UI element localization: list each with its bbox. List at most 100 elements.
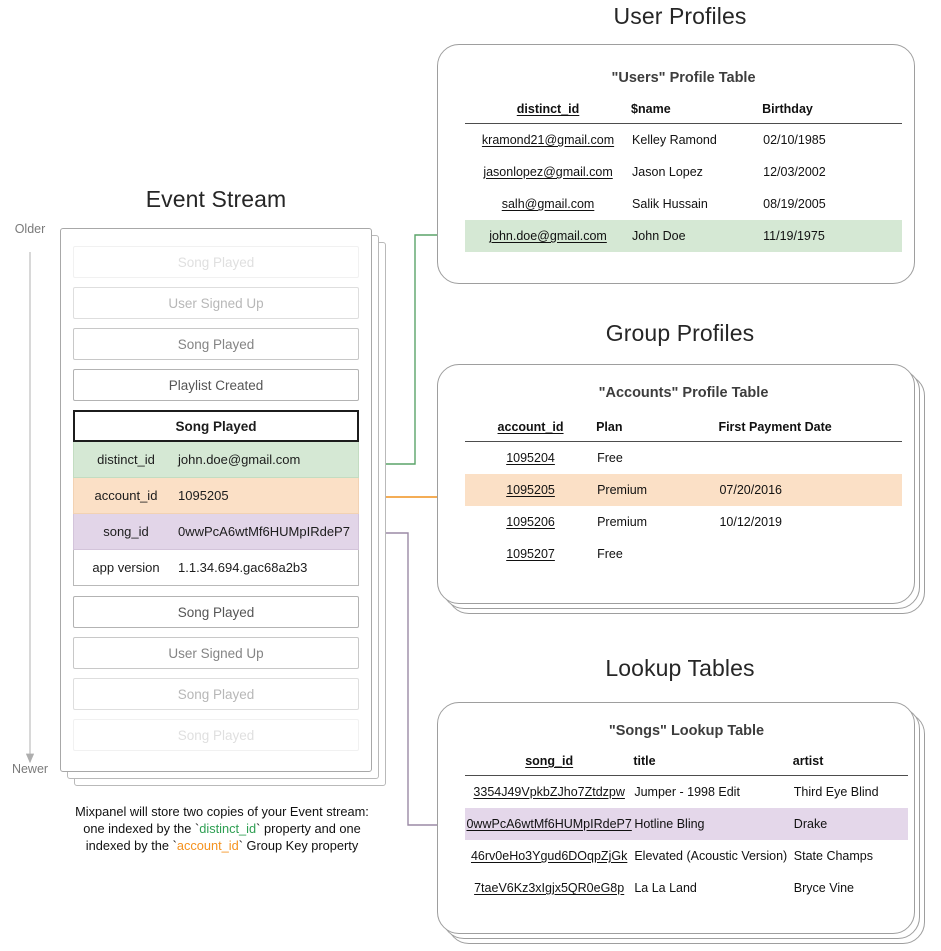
row-cell: 11/19/1975 bbox=[762, 220, 902, 252]
caption-line-2b: ` property and one bbox=[256, 821, 361, 836]
expanded-event-name: Song Played bbox=[73, 410, 359, 442]
column-header: title bbox=[633, 749, 793, 776]
column-header: First Payment Date bbox=[718, 415, 902, 442]
row-key-cell: 1095204 bbox=[506, 451, 555, 465]
row-cell: 10/12/2019 bbox=[719, 515, 783, 529]
event-card-label: User Signed Up bbox=[168, 645, 264, 661]
row-key-cell: 46rv0eHo3Ygud6DOqpZjGk bbox=[470, 849, 628, 863]
row-key-cell: 1095206 bbox=[506, 515, 555, 529]
table-row: 1095207 Free bbox=[465, 538, 902, 570]
row-cell: John Doe bbox=[631, 220, 763, 252]
event-card-label: Song Played bbox=[177, 254, 255, 270]
event-card-older-2[interactable]: Song Played bbox=[73, 328, 359, 360]
row-key-cell: 0wwPcA6wtMf6HUMpIRdeP7 bbox=[465, 808, 634, 840]
row-cell: State Champs bbox=[793, 849, 874, 863]
time-axis: Older Newer bbox=[4, 222, 56, 782]
column-header: account_id bbox=[465, 415, 597, 442]
row-cell: Third Eye Blind bbox=[793, 785, 879, 799]
users-table-title: "Users" Profile Table bbox=[611, 70, 756, 86]
row-key-cell: 7taeV6Kz3xIgjx5QR0eG8p bbox=[474, 881, 625, 895]
event-card-newer-1[interactable]: User Signed Up bbox=[73, 637, 359, 669]
event-property-row-distinct-id: distinct_id john.doe@gmail.com bbox=[73, 442, 359, 478]
event-property-key: app version bbox=[92, 560, 160, 575]
event-property-row-account-id: account_id 1095205 bbox=[73, 478, 359, 514]
event-property-row-app-version: app version 1.1.34.694.gac68a2b3 bbox=[73, 550, 359, 586]
event-card-newer-2[interactable]: Song Played bbox=[73, 678, 359, 710]
lookup-tables-title: Lookup Tables bbox=[605, 655, 755, 681]
row-cell: Hotline Bling bbox=[633, 808, 793, 840]
table-row: kramond21@gmail.com Kelley Ramond 02/10/19… bbox=[465, 124, 902, 157]
event-property-key: distinct_id bbox=[97, 452, 155, 467]
row-cell: Jumper - 1998 Edit bbox=[634, 785, 740, 799]
row-key-cell: 1095205 bbox=[465, 474, 597, 506]
event-card-newer-0[interactable]: Song Played bbox=[73, 596, 359, 628]
row-cell: 12/03/2002 bbox=[763, 165, 826, 179]
row-cell: Premium bbox=[597, 515, 648, 529]
row-cell: 07/20/2016 bbox=[718, 474, 902, 506]
row-cell: Salik Hussain bbox=[632, 197, 708, 211]
row-cell bbox=[718, 538, 902, 570]
event-card-older-0[interactable]: Song Played bbox=[73, 246, 359, 278]
event-property-value: 1095205 bbox=[178, 488, 229, 503]
event-property-value: john.doe@gmail.com bbox=[178, 452, 301, 467]
row-cell: Free bbox=[597, 451, 623, 465]
stream-caption: Mixpanel will store two copies of your E… bbox=[52, 803, 392, 854]
event-card-newer-3[interactable]: Song Played bbox=[73, 719, 359, 751]
event-card-label: Playlist Created bbox=[168, 377, 264, 393]
row-key-cell: john.doe@gmail.com bbox=[465, 220, 632, 252]
row-cell: Jason Lopez bbox=[632, 165, 703, 179]
event-card-label: Song Played bbox=[177, 336, 255, 352]
axis-label-older: Older bbox=[14, 222, 46, 236]
event-property-key: account_id bbox=[94, 488, 158, 503]
row-cell: 02/10/1985 bbox=[763, 133, 826, 147]
row-cell: 08/19/2005 bbox=[763, 197, 826, 211]
row-key-cell: 3354J49VpkbZJho7Ztdzpw bbox=[473, 785, 625, 799]
row-cell: Kelley Ramond bbox=[632, 133, 717, 147]
event-property-value: 0wwPcA6wtMf6HUMpIRdeP7 bbox=[178, 524, 350, 539]
table-row: 3354J49VpkbZJho7Ztdzpw Jumper - 1998 Edit… bbox=[465, 776, 908, 809]
column-header: distinct_id bbox=[465, 97, 632, 124]
caption-line-1: Mixpanel will store two copies of your E… bbox=[75, 804, 369, 819]
event-card-label: User Signed Up bbox=[168, 295, 264, 311]
caption-line-3b: ` Group Key property bbox=[238, 838, 359, 853]
event-card-label: Song Played bbox=[177, 727, 255, 743]
event-property-value: 1.1.34.694.gac68a2b3 bbox=[178, 560, 308, 575]
row-cell: Premium bbox=[596, 474, 719, 506]
event-stream-title: Event Stream bbox=[145, 186, 287, 212]
row-cell: Free bbox=[597, 547, 623, 561]
accounts-table-title: "Accounts" Profile Table bbox=[598, 385, 769, 401]
event-card-older-3[interactable]: Playlist Created bbox=[73, 369, 359, 401]
expanded-event-card[interactable]: Song Played distinct_id john.doe@gmail.com… bbox=[73, 410, 359, 586]
column-header: Plan bbox=[596, 415, 719, 442]
group-profiles-title: Group Profiles bbox=[605, 320, 755, 346]
row-key-cell: jasonlopez@gmail.com bbox=[483, 165, 613, 179]
row-key-cell: 1095207 bbox=[506, 547, 555, 561]
table-row: 1095204 Free bbox=[465, 442, 902, 475]
caption-account-id: account_id bbox=[176, 838, 239, 853]
event-card-label: Song Played bbox=[177, 604, 255, 620]
caption-line-3a: indexed by the ` bbox=[85, 838, 177, 853]
caption-distinct-id: distinct_id bbox=[199, 821, 257, 836]
row-cell: Bryce Vine bbox=[793, 881, 855, 895]
row-cell: Drake bbox=[792, 808, 908, 840]
row-key-cell: kramond21@gmail.com bbox=[481, 133, 615, 147]
event-card-label: Song Played bbox=[177, 686, 255, 702]
table-row: jasonlopez@gmail.com Jason Lopez 12/03/200… bbox=[465, 156, 902, 188]
axis-label-newer: Newer bbox=[11, 762, 49, 776]
songs-table-title: "Songs" Lookup Table bbox=[608, 723, 765, 739]
column-header: song_id bbox=[465, 749, 634, 776]
column-header: artist bbox=[792, 749, 908, 776]
event-card-older-1[interactable]: User Signed Up bbox=[73, 287, 359, 319]
